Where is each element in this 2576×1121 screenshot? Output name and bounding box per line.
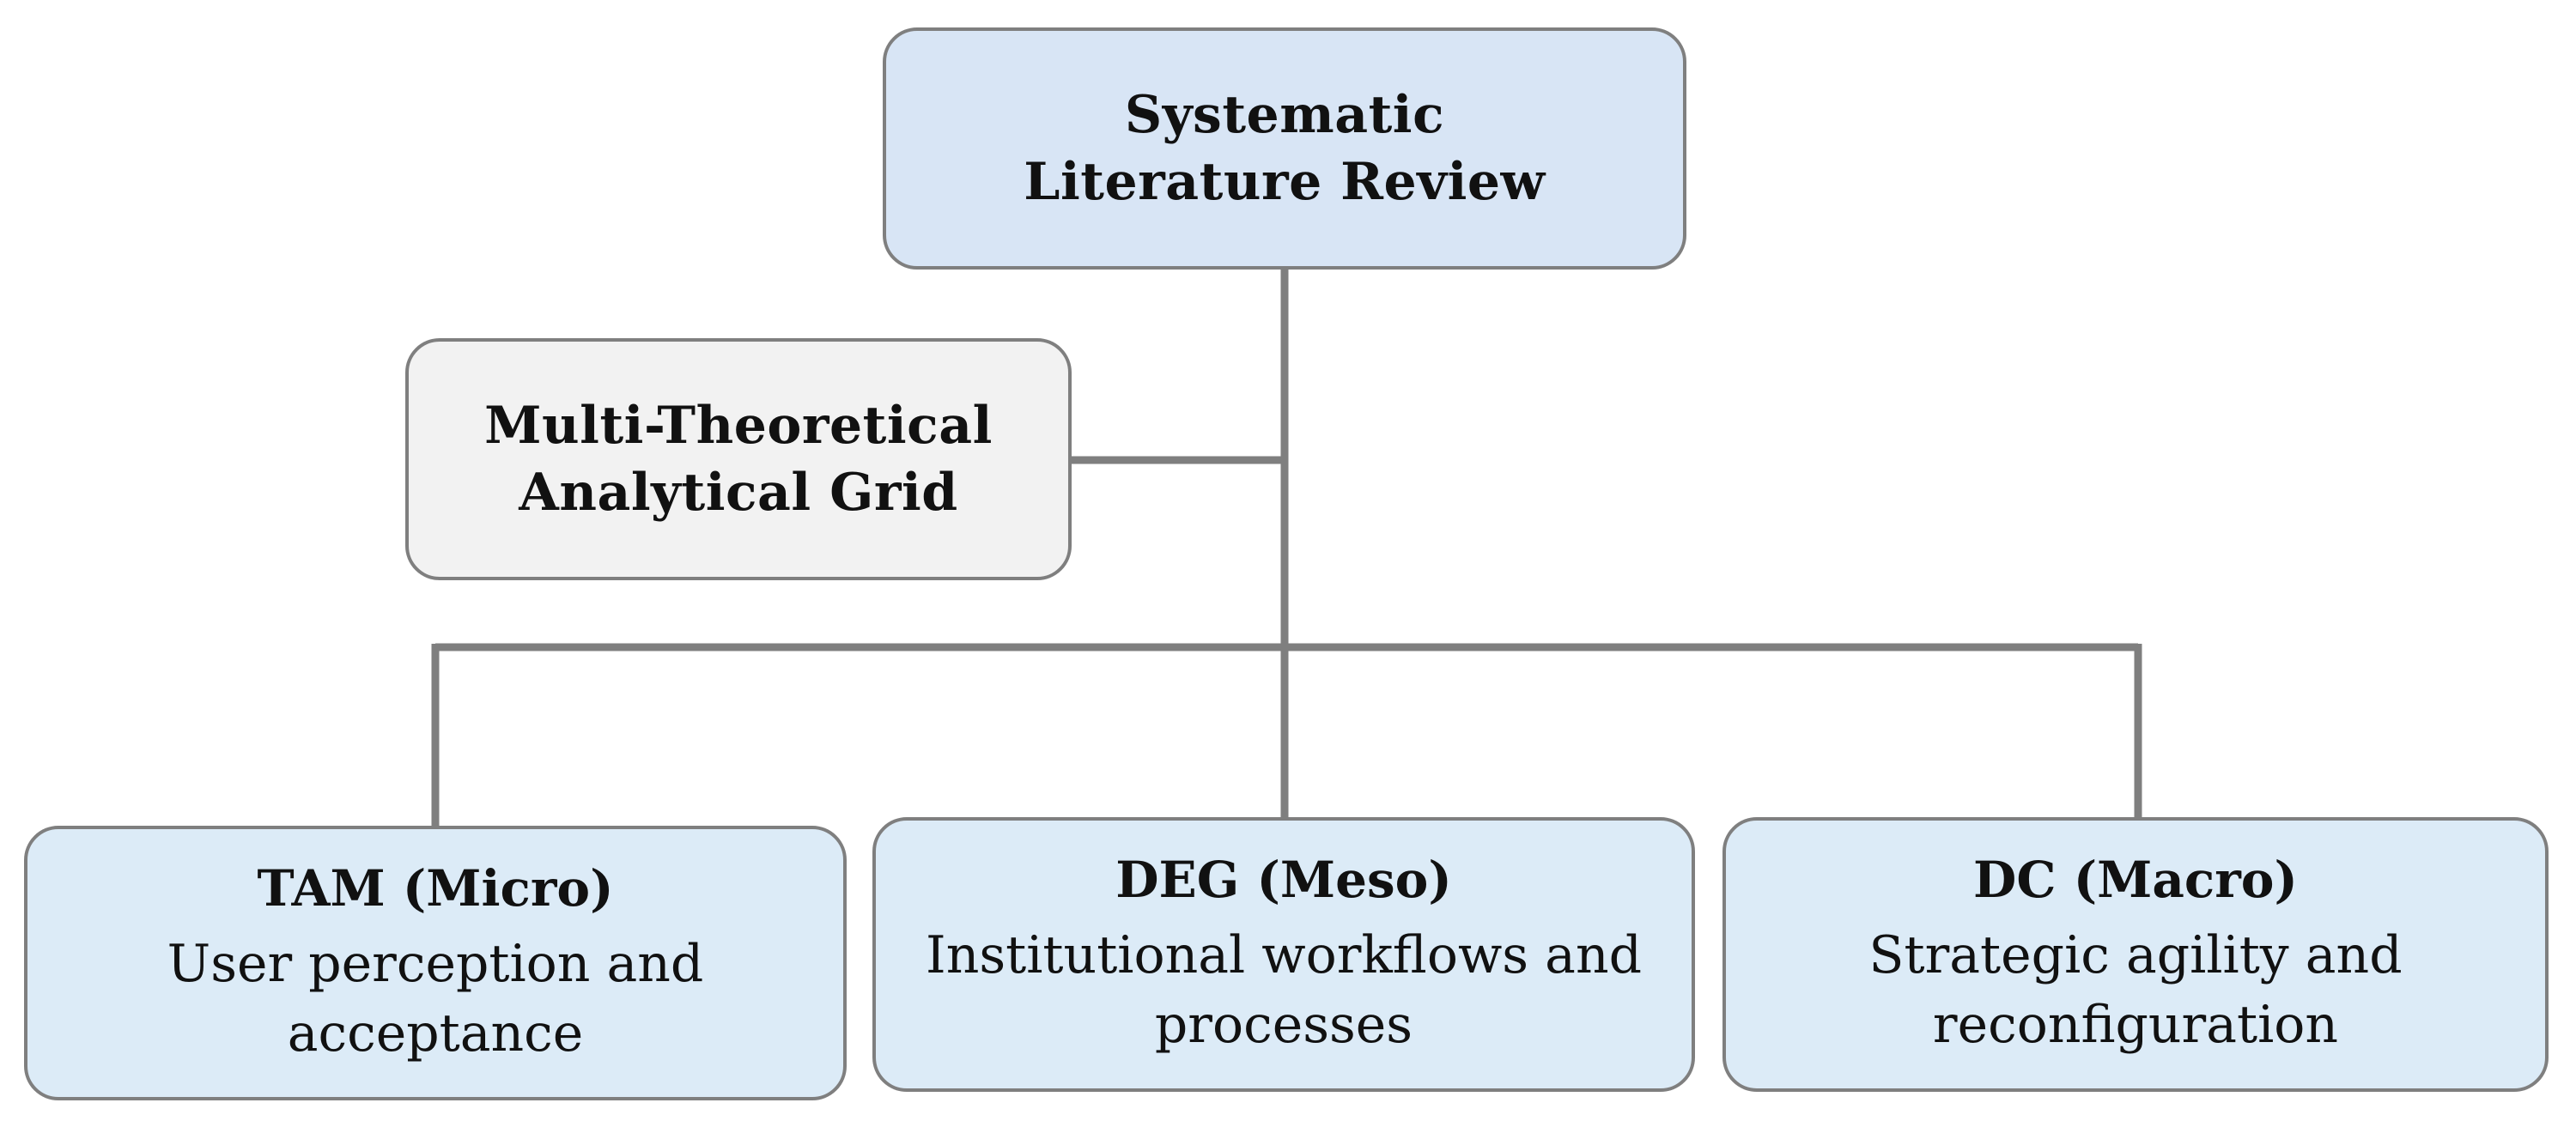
leaf-title-dc: DC (Macro) bbox=[1973, 850, 2298, 909]
root-node: Systematic Literature Review bbox=[883, 27, 1686, 270]
leaf-node-tam: TAM (Micro) User perception and acceptan… bbox=[24, 826, 847, 1100]
leaf-title-deg: DEG (Meso) bbox=[1115, 850, 1452, 909]
analytical-grid-label: Multi-Theoretical Analytical Grid bbox=[484, 396, 993, 523]
leaf-title-tam: TAM (Micro) bbox=[257, 858, 614, 918]
leaf-node-deg: DEG (Meso) Institutional workflows and p… bbox=[872, 817, 1695, 1092]
leaf-description-deg: Institutional workflows and processes bbox=[926, 925, 1642, 1056]
analytical-grid-node: Multi-Theoretical Analytical Grid bbox=[405, 338, 1072, 580]
leaf-description-tam: User perception and acceptance bbox=[167, 934, 704, 1064]
root-node-label: Systematic Literature Review bbox=[1024, 85, 1546, 212]
leaf-description-dc: Strategic agility and reconfiguration bbox=[1868, 925, 2403, 1056]
leaf-node-dc: DC (Macro) Strategic agility and reconfi… bbox=[1722, 817, 2549, 1092]
